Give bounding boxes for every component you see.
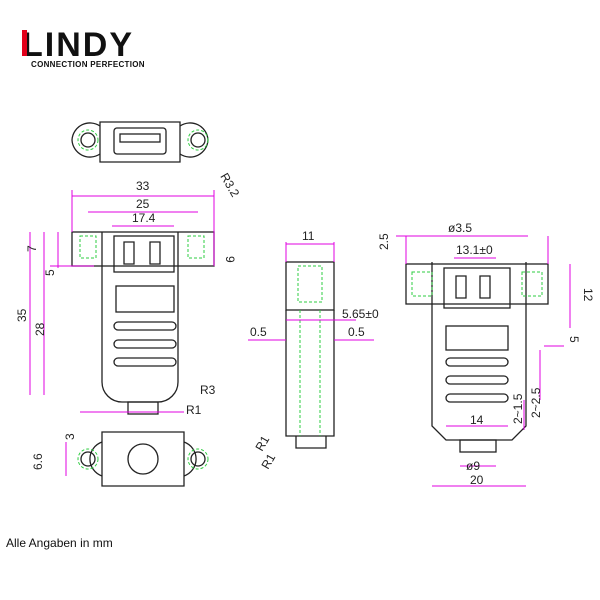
dim-2-1-5: 2~1.5	[511, 393, 525, 424]
dim-5-65: 5.65±0	[342, 307, 379, 321]
top-view	[71, 121, 209, 163]
logo-tagline: CONNECTION PERFECTION	[31, 60, 145, 69]
dim-6-6: 6.6	[31, 453, 45, 470]
dim-step-5: 5	[567, 336, 581, 343]
dim-side-r1a: R1	[252, 433, 272, 454]
dim-r1: R1	[186, 403, 202, 417]
dim-2-2-5: 2~2.5	[529, 387, 543, 418]
dim-14: 14	[470, 413, 484, 427]
hidden-lines	[77, 129, 543, 470]
dim-side-r1b: R1	[258, 451, 278, 472]
dim-13-1: 13.1±0	[456, 243, 493, 257]
side-view	[285, 261, 335, 449]
dim-d9: ø9	[466, 459, 480, 473]
lindy-logo: LINDY	[22, 28, 134, 62]
dim-0-5-left: 0.5	[250, 325, 267, 339]
dim-25: 25	[136, 197, 150, 211]
logo-wordmark: LINDY	[22, 26, 134, 64]
dim-9: 9	[223, 256, 237, 263]
dim-33: 33	[136, 179, 150, 193]
dim-7: 7	[25, 245, 39, 252]
dimension-lines	[29, 190, 571, 487]
logo-accent-icon	[22, 30, 27, 56]
dim-12: 12	[581, 288, 595, 302]
dim-20: 20	[470, 473, 484, 487]
dim-5: 5	[43, 269, 57, 276]
dim-2-5: 2.5	[377, 233, 391, 250]
dim-35: 35	[15, 308, 29, 322]
back-view	[405, 262, 549, 453]
dim-17-4: 17.4	[132, 211, 156, 225]
footer-note: Alle Angaben in mm	[6, 536, 113, 550]
dim-3: 3	[63, 433, 77, 440]
dim-d3-5: ø3.5	[448, 221, 472, 235]
dim-11: 11	[302, 229, 315, 243]
dim-0-5-right: 0.5	[348, 325, 365, 339]
front-view	[71, 231, 215, 415]
bottom-view	[80, 431, 206, 487]
dim-28: 28	[33, 322, 47, 336]
dim-r3: R3	[200, 383, 216, 397]
dim-r3-2: R3.2	[217, 171, 242, 200]
